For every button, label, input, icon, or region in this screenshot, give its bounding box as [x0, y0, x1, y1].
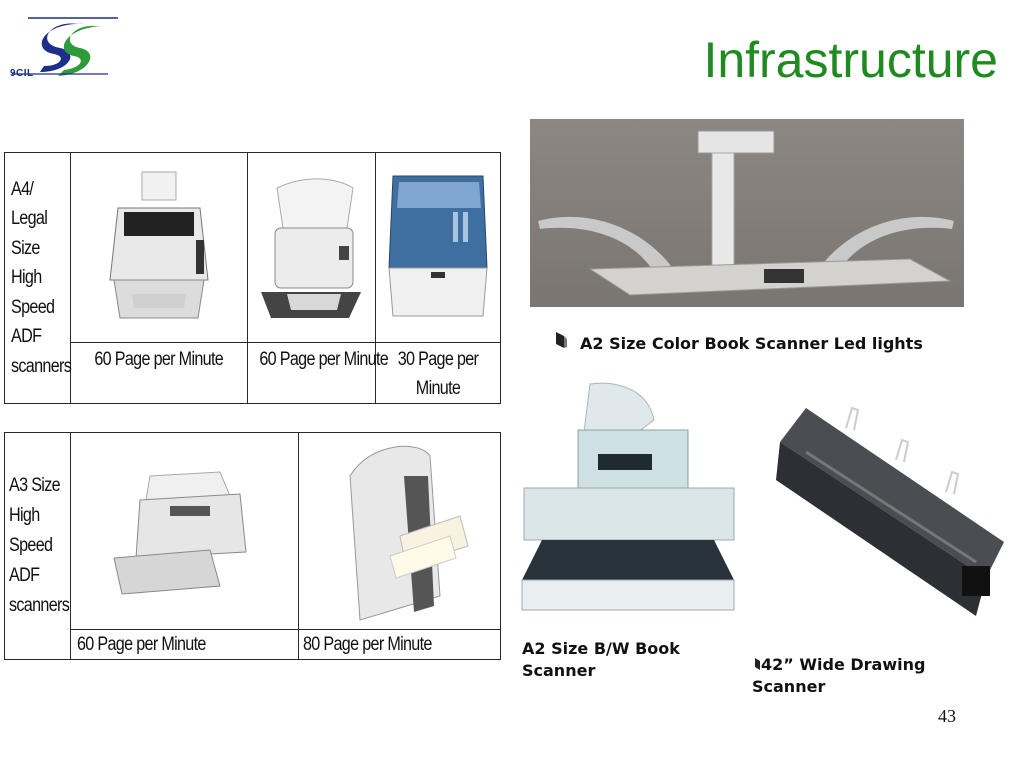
- adf-scanner-icon: [109, 171, 209, 318]
- a3-label-line: Speed: [9, 535, 53, 556]
- color-book-scanner-image: [530, 119, 964, 307]
- adf-scanner-icon: [260, 178, 361, 318]
- speed-label: 60 Page per Minute: [259, 349, 389, 370]
- scanner-image-2: [247, 152, 376, 343]
- logo-text: 9CIL: [10, 68, 34, 79]
- a4-label-cell: A4/ Legal Size High Speed ADF scanners: [4, 152, 72, 404]
- a3-label-line: A3 Size: [9, 475, 61, 496]
- a3-label-line: scanners: [9, 595, 70, 616]
- a3-label-line: ADF: [9, 565, 40, 586]
- bullet-icon: [754, 656, 762, 672]
- caption-wide-drawing-scanner: 42” Wide Drawing Scanner: [752, 655, 926, 696]
- a3-label-cell: A3 Size High Speed ADF scanners: [4, 432, 71, 660]
- a3-label-line: High: [9, 505, 40, 526]
- bw-book-scanner-image: [518, 380, 740, 616]
- bullet-icon: [554, 330, 568, 350]
- adf-scanner-icon: [348, 445, 469, 621]
- a4-scanner-table: A4/ Legal Size High Speed ADF scanners: [4, 152, 501, 404]
- speed-cell: 60 Page per Minute: [247, 342, 389, 404]
- a3-scanner-table: A3 Size High Speed ADF scanners: [4, 432, 501, 660]
- speed-cell: 80 Page per Minute: [298, 629, 501, 660]
- scanner-image-3: [375, 152, 501, 343]
- speed-label: 30 Page per Minute: [397, 349, 479, 399]
- scanner-image-5: [298, 432, 501, 630]
- sheetfed-scanner-icon: [388, 175, 488, 316]
- a4-label-line: Speed: [11, 296, 55, 318]
- caption-bw-book-scanner: A2 Size B/W Book Scanner: [522, 639, 680, 680]
- speed-label: 80 Page per Minute: [303, 634, 432, 655]
- a4-label-line: scanners: [11, 355, 72, 377]
- speed-cell: 30 Page per Minute: [375, 342, 501, 404]
- a4-label-line: High: [11, 267, 42, 289]
- page-number: 43: [938, 706, 956, 726]
- speed-cell: 60 Page per Minute: [70, 342, 248, 404]
- scanner-image-4: [70, 432, 299, 630]
- page-title: Infrastructure: [703, 32, 998, 88]
- speed-label: 60 Page per Minute: [94, 349, 224, 370]
- wide-drawing-scanner-image: [776, 402, 1008, 622]
- a4-label-line: Legal: [11, 208, 48, 230]
- a4-label-line: ADF: [11, 326, 42, 348]
- speed-label: 60 Page per Minute: [77, 634, 206, 655]
- scanner-image-1: [70, 152, 248, 343]
- speed-cell: 60 Page per Minute: [70, 629, 299, 660]
- company-logo: [8, 14, 120, 86]
- caption-color-book-scanner: A2 Size Color Book Scanner Led lights: [580, 334, 923, 353]
- a4-label-line: Size: [11, 237, 40, 259]
- adf-scanner-icon: [112, 471, 247, 595]
- a4-label-line: A4/: [11, 178, 34, 200]
